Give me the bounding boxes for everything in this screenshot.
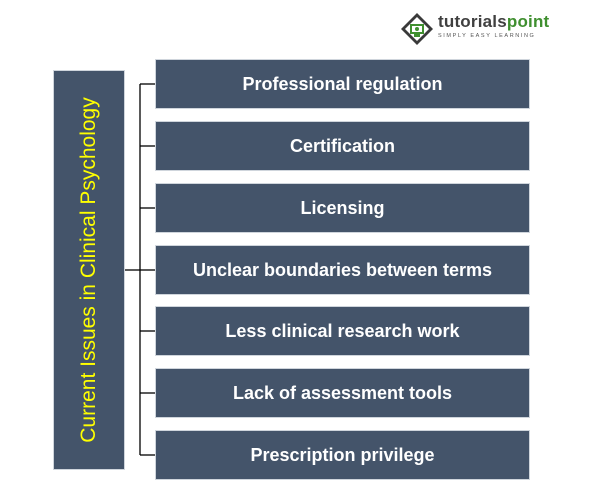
issue-box-professional-regulation: Professional regulation (156, 60, 529, 108)
logo-tagline: SIMPLY EASY LEARNING (438, 33, 536, 39)
issue-box-prescription-privilege: Prescription privilege (156, 431, 529, 479)
diagram-title: Current Issues in Clinical Psychology (77, 97, 100, 443)
issue-box-unclear-boundaries: Unclear boundaries between terms (156, 246, 529, 294)
logo-wordmark: tutorialspoint (438, 12, 549, 32)
logo-name-prefix: tutorials (438, 12, 507, 31)
diagram-title-box: Current Issues in Clinical Psychology (54, 71, 124, 469)
issue-box-lack-of-assessment-tools: Lack of assessment tools (156, 369, 529, 417)
issue-box-licensing: Licensing (156, 184, 529, 232)
issue-box-certification: Certification (156, 122, 529, 170)
logo-icon (401, 13, 433, 45)
issue-box-less-clinical-research: Less clinical research work (156, 307, 529, 355)
tutorialspoint-logo: tutorialspoint SIMPLY EASY LEARNING (400, 10, 550, 48)
logo-name-suffix: point (506, 12, 550, 31)
